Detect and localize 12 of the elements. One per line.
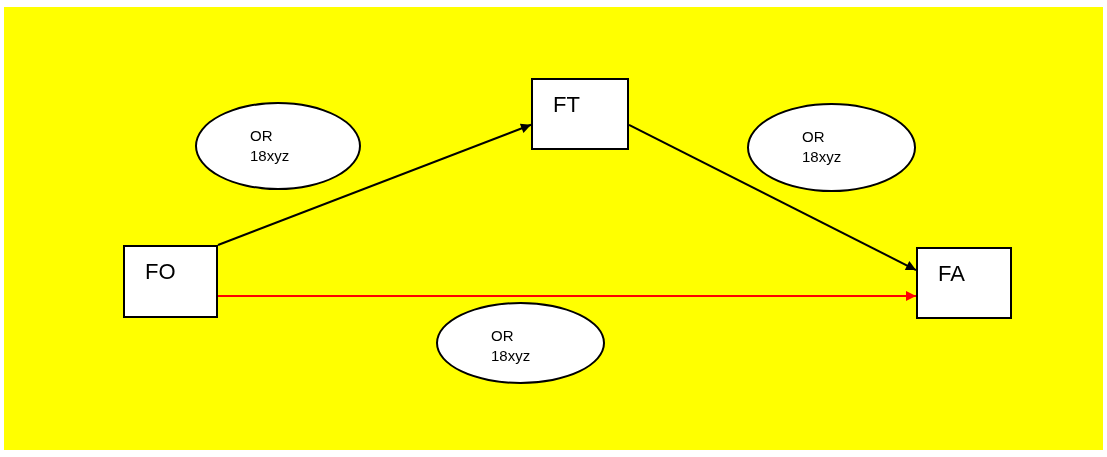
node-label: OR 18xyz	[802, 127, 843, 167]
process-box	[916, 247, 1012, 319]
node-label: FT	[553, 92, 580, 118]
node-label: FO	[145, 259, 176, 285]
node-label: OR 18xyz	[491, 326, 532, 366]
arrow	[217, 123, 532, 246]
arrow	[628, 123, 917, 272]
arrow	[217, 290, 917, 301]
process-box	[123, 245, 218, 318]
process-box	[531, 78, 629, 150]
node-label: FA	[938, 261, 965, 287]
node-label: OR 18xyz	[250, 126, 291, 166]
